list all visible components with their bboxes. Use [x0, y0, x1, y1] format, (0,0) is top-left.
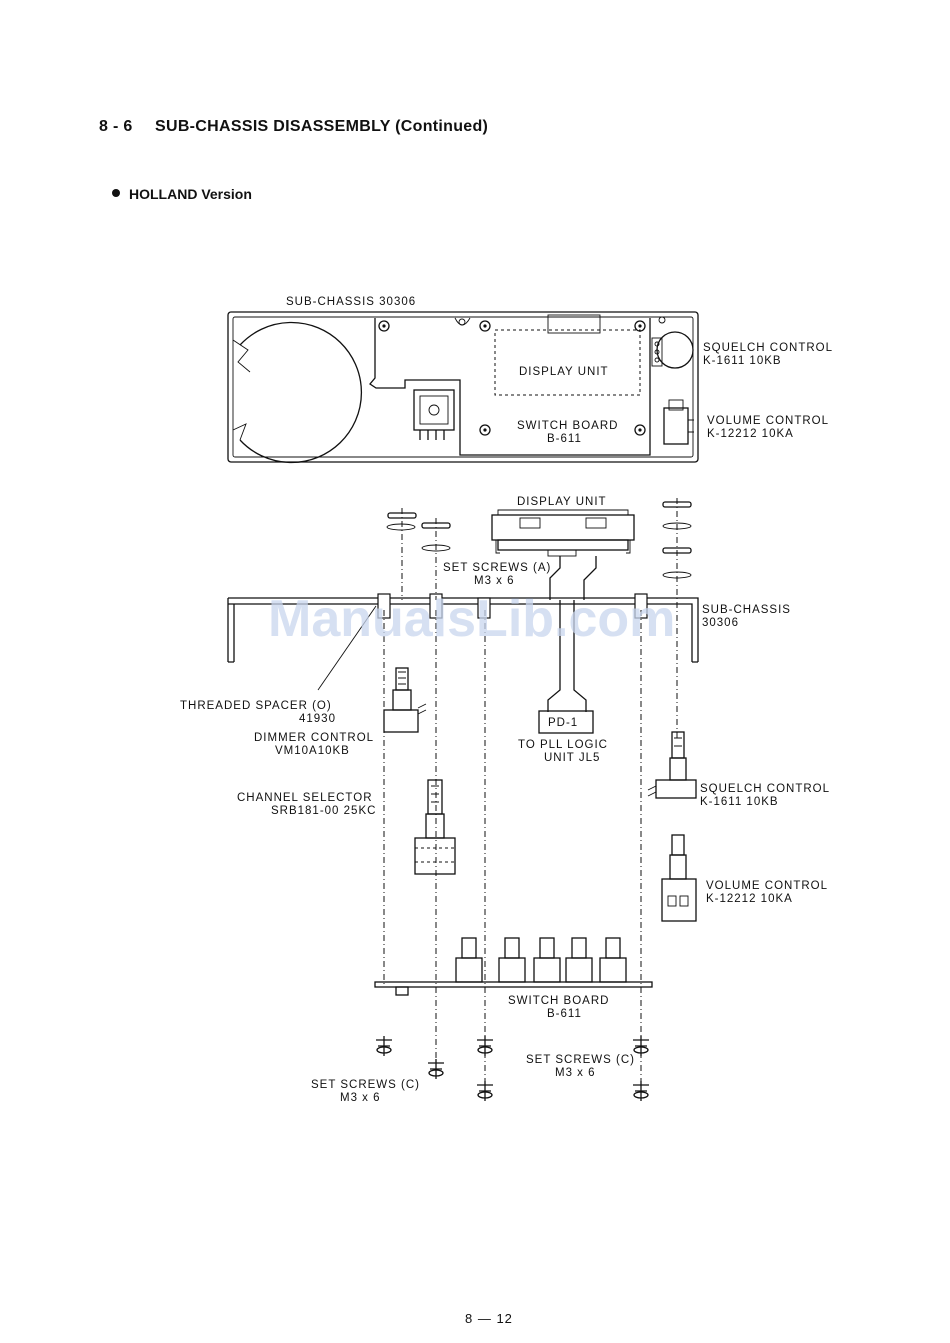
- label-top-display-unit: DISPLAY UNIT: [519, 366, 609, 378]
- label-set-screws-a-size: M3 x 6: [474, 575, 515, 587]
- label-to-pll-logic: TO PLL LOGIC: [518, 739, 608, 751]
- label-set-screws-c-right-size: M3 x 6: [555, 1067, 596, 1079]
- label-exploded-squelch: SQUELCH CONTROL: [700, 783, 830, 795]
- label-threaded-spacer-number: 41930: [299, 713, 336, 725]
- label-set-screws-c-left: SET SCREWS (C): [311, 1079, 420, 1091]
- label-top-subchassis: SUB-CHASSIS 30306: [286, 296, 416, 308]
- label-exploded-subchassis-number: 30306: [702, 617, 739, 629]
- version-bullet: HOLLAND Version: [112, 186, 252, 202]
- label-exploded-squelch-model: K-1611 10KB: [700, 796, 779, 808]
- label-top-volume: VOLUME CONTROL: [707, 415, 829, 427]
- label-exploded-switch-board: SWITCH BOARD: [508, 995, 609, 1007]
- label-channel-selector-model: SRB181-00 25KC: [271, 805, 376, 817]
- page-number: 8 — 12: [465, 1311, 513, 1326]
- label-dimmer-control-model: VM10A10KB: [275, 745, 350, 757]
- switch-row-drawing: [455, 937, 627, 983]
- label-top-squelch: SQUELCH CONTROL: [703, 342, 833, 354]
- bottom-screws-drawing: [376, 1036, 649, 1101]
- label-exploded-volume: VOLUME CONTROL: [706, 880, 828, 892]
- exploded-view-drawing: [227, 498, 699, 1101]
- section-heading: 8 - 6 SUB-CHASSIS DISASSEMBLY (Continued): [99, 118, 488, 136]
- bullet-dot-icon: [112, 189, 120, 197]
- label-exploded-volume-model: K-12212 10KA: [706, 893, 793, 905]
- label-pd1: PD-1: [548, 717, 578, 729]
- label-top-volume-model: K-12212 10KA: [707, 428, 794, 440]
- label-exploded-switch-board-model: B-611: [547, 1008, 582, 1020]
- label-top-squelch-model: K-1611 10KB: [703, 355, 782, 367]
- label-to-pll-logic-unit: UNIT JL5: [544, 752, 600, 764]
- label-top-switch-board-model: B-611: [547, 433, 582, 445]
- label-exploded-subchassis: SUB-CHASSIS: [702, 604, 791, 616]
- top-view-drawing: [227, 311, 699, 464]
- section-title: SUB-CHASSIS DISASSEMBLY (Continued): [155, 118, 489, 135]
- label-dimmer-control: DIMMER CONTROL: [254, 732, 374, 744]
- label-set-screws-c-right: SET SCREWS (C): [526, 1054, 635, 1066]
- watermark: ManualsLib.com: [268, 590, 675, 648]
- label-channel-selector: CHANNEL SELECTOR: [237, 792, 373, 804]
- label-top-switch-board: SWITCH BOARD: [517, 420, 618, 432]
- version-label: HOLLAND Version: [129, 186, 252, 202]
- label-exploded-display-unit: DISPLAY UNIT: [517, 496, 607, 508]
- label-set-screws-a: SET SCREWS (A): [443, 562, 551, 574]
- section-number: 8 - 6: [99, 118, 133, 135]
- label-set-screws-c-left-size: M3 x 6: [340, 1092, 381, 1104]
- label-threaded-spacer: THREADED SPACER (O): [180, 700, 332, 712]
